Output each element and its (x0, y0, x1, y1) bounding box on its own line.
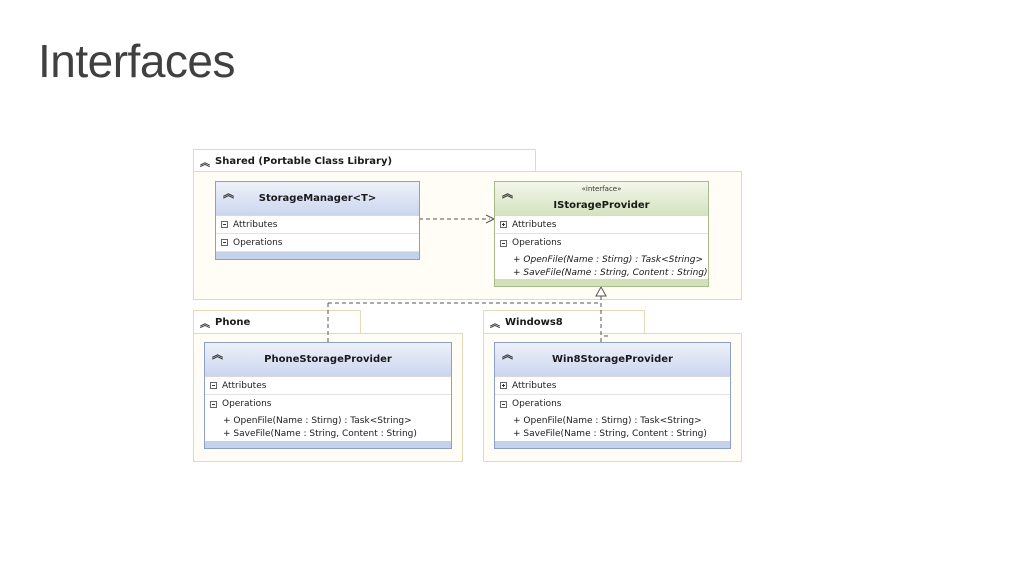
collapse-minus-icon[interactable] (210, 382, 217, 389)
package-tab-shared[interactable]: ︽ Shared (Portable Class Library) (193, 149, 536, 172)
operations-section[interactable]: Operations (216, 234, 419, 252)
stereotype: «interface» (581, 185, 622, 193)
class-header: ︽ «interface» IStorageProvider (495, 182, 708, 216)
collapse-minus-icon[interactable] (221, 221, 228, 228)
operations-section[interactable]: Operations (495, 234, 708, 252)
attributes-section[interactable]: Attributes (216, 216, 419, 234)
collapse-chevron-icon[interactable]: ︽ (490, 319, 500, 330)
package-tab-phone[interactable]: ︽ Phone (193, 310, 361, 334)
class-storage-manager[interactable]: ︽ StorageManager<T> Attributes Operation… (215, 181, 420, 260)
class-name: IStorageProvider (553, 200, 650, 211)
operation-item[interactable]: + OpenFile(Name : Stirng) : Task<String> (513, 255, 704, 265)
operation-item[interactable]: + SaveFile(Name : String, Content : Stri… (513, 268, 708, 278)
class-header: ︽ StorageManager<T> (216, 182, 419, 216)
operation-item[interactable]: + SaveFile(Name : String, Content : Stri… (223, 429, 417, 439)
operation-item[interactable]: + OpenFile(Name : Stirng) : Task<String> (513, 416, 702, 426)
expand-plus-icon[interactable] (500, 221, 507, 228)
collapse-chevron-icon[interactable]: ︽ (502, 348, 513, 361)
class-footer (495, 279, 708, 286)
operations-section[interactable]: Operations (205, 395, 451, 413)
operations-list: + OpenFile(Name : Stirng) : Task<String>… (495, 252, 708, 283)
class-footer (216, 252, 419, 259)
attributes-section[interactable]: Attributes (205, 377, 451, 395)
class-header: ︽ PhoneStorageProvider (205, 343, 451, 377)
collapse-minus-icon[interactable] (221, 239, 228, 246)
package-tab-windows8[interactable]: ︽ Windows8 (483, 310, 645, 334)
collapse-chevron-icon[interactable]: ︽ (200, 319, 210, 330)
collapse-minus-icon[interactable] (500, 400, 507, 408)
expand-plus-icon[interactable] (500, 382, 507, 389)
class-footer (205, 441, 451, 448)
slide-title: Interfaces (38, 35, 236, 87)
collapse-minus-icon[interactable] (500, 239, 507, 247)
package-label: Phone (215, 317, 251, 328)
collapse-minus-icon[interactable] (210, 400, 217, 408)
operations-list: + OpenFile(Name : Stirng) : Task<String>… (205, 413, 451, 444)
class-win8-storage-provider[interactable]: ︽ Win8StorageProvider Attributes Operati… (494, 342, 731, 449)
operations-section[interactable]: Operations (495, 395, 730, 413)
collapse-chevron-icon[interactable]: ︽ (223, 187, 234, 200)
collapse-chevron-icon[interactable]: ︽ (502, 187, 513, 200)
interface-istorage-provider[interactable]: ︽ «interface» IStorageProvider Attribute… (494, 181, 709, 287)
class-footer (495, 441, 730, 448)
class-name: PhoneStorageProvider (264, 354, 392, 365)
operation-item[interactable]: + OpenFile(Name : Stirng) : Task<String> (223, 416, 412, 426)
package-label: Windows8 (505, 317, 563, 328)
class-header: ︽ Win8StorageProvider (495, 343, 730, 377)
realization-triangle (595, 285, 607, 297)
operation-item[interactable]: + SaveFile(Name : String, Content : Stri… (513, 429, 707, 439)
class-phone-storage-provider[interactable]: ︽ PhoneStorageProvider Attributes Operat… (204, 342, 452, 449)
collapse-chevron-icon[interactable]: ︽ (200, 157, 210, 169)
operations-list: + OpenFile(Name : Stirng) : Task<String>… (495, 413, 730, 444)
class-name: StorageManager<T> (258, 193, 377, 204)
attributes-section[interactable]: Attributes (495, 216, 708, 234)
package-label: Shared (Portable Class Library) (215, 155, 393, 167)
class-name: Win8StorageProvider (552, 354, 673, 365)
attributes-section[interactable]: Attributes (495, 377, 730, 395)
collapse-chevron-icon[interactable]: ︽ (212, 348, 223, 361)
